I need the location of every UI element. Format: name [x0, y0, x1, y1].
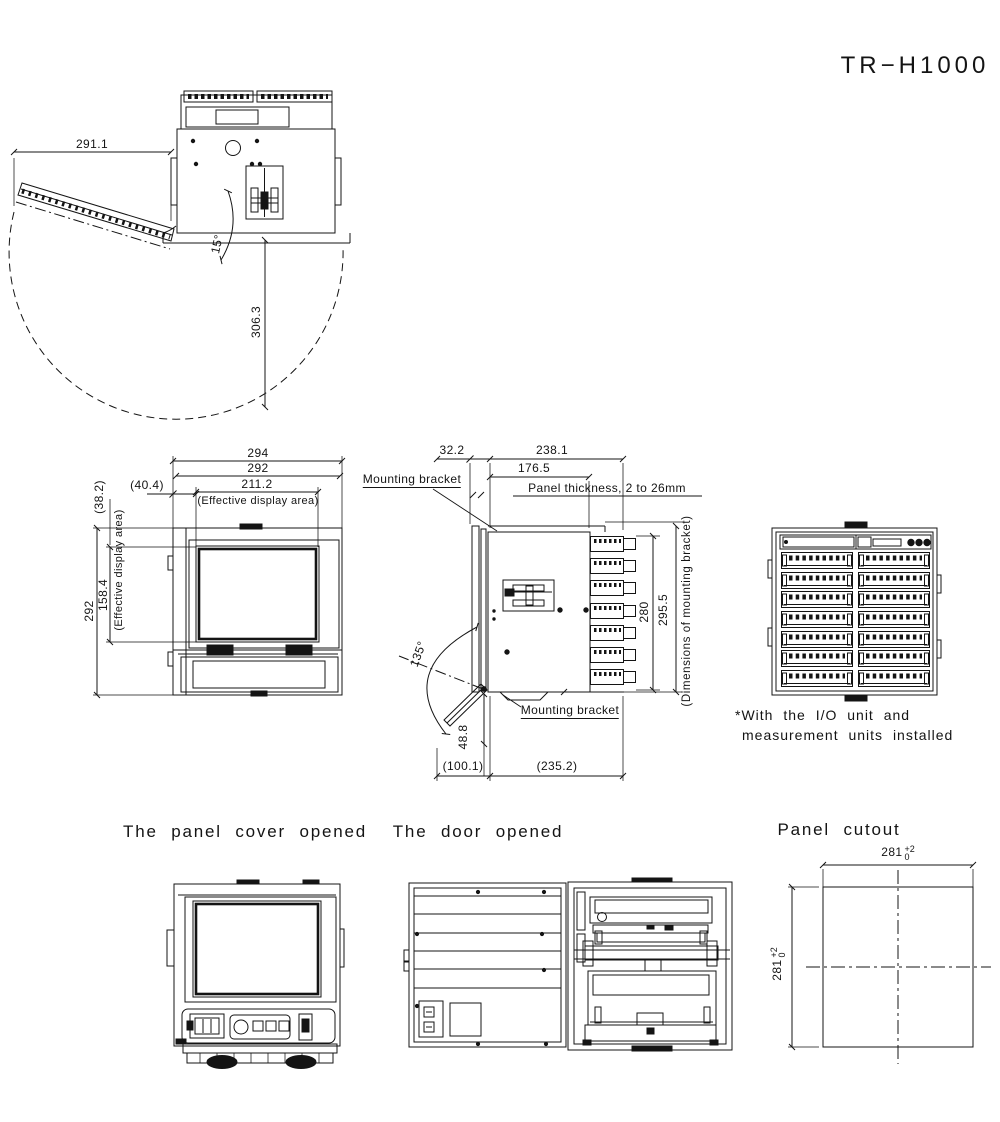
model-title: TR−H1000 — [840, 52, 990, 79]
pco-control-panel — [181, 1008, 336, 1044]
key-cluster — [229, 1014, 291, 1040]
dim-side-bracket-span: 280 — [637, 601, 651, 623]
panel-cutout-view — [788, 861, 991, 1064]
bracket-mechanism-top — [245, 165, 284, 220]
chart-roller-assembly — [589, 896, 713, 924]
paper-tray — [587, 970, 717, 1026]
caption-panel-cutout: Panel cutout — [777, 820, 901, 839]
opened-cover-top — [17, 182, 175, 242]
door-swing-arc — [426, 622, 479, 736]
caption-door-opened: The door opened — [392, 822, 564, 841]
bracket-mechanism-side — [502, 579, 555, 612]
label-mounting-bracket-bottom: Mounting bracket — [520, 703, 620, 719]
dim-front-display-width: 211.2 — [241, 477, 273, 491]
dim-front-outer-width: 294 — [247, 446, 269, 460]
rear-view-note: *With the I/O unit and measurement units… — [735, 706, 953, 745]
front-display-height-note: (Effective display area) — [113, 509, 125, 631]
dial-key — [233, 1019, 249, 1035]
dim-side-door-drop: 48.8 — [456, 724, 470, 750]
front-bezel — [188, 539, 340, 649]
label-mounting-bracket-top: Mounting bracket — [362, 472, 462, 488]
bracket-leader-bottom — [502, 694, 522, 708]
front-screen — [197, 547, 318, 641]
dim-front-offset-left: (40.4) — [130, 478, 164, 492]
door-connector-panel — [418, 1000, 444, 1038]
label-panel-thickness: Panel thickness, 2 to 26mm — [528, 481, 686, 495]
dim-side-front-depth: 32.2 — [439, 443, 465, 457]
panel-cover-opened-view — [166, 879, 345, 1069]
caption-panel-cover-opened: The panel cover opened — [123, 822, 367, 841]
dim-top-swing-width: 291.1 — [75, 137, 109, 151]
pco-body — [173, 883, 341, 1047]
cover-latch-right — [285, 644, 313, 656]
carriage-bar — [584, 945, 719, 961]
side-body — [487, 531, 591, 693]
rear-terminal-blocks — [782, 553, 930, 687]
power-switch — [298, 1013, 313, 1041]
side-bracket-note: (Dimensions of mounting bracket) — [681, 515, 693, 707]
front-display-width-note: (Effective display area) — [197, 495, 319, 507]
dim-side-rear-depth: 238.1 — [535, 443, 569, 457]
opened-cover-edge — [182, 1043, 338, 1054]
cover-latch-left — [206, 644, 234, 656]
bracket-leader-top — [432, 488, 498, 532]
side-view — [398, 455, 702, 781]
dim-side-bracket-outer: 295.5 — [656, 593, 670, 627]
dim-front-bezel-width: 292 — [247, 461, 269, 475]
dim-arc-15 — [219, 188, 234, 265]
dim-side-body-depth-bottom: (235.2) — [536, 759, 578, 773]
pco-screen — [194, 902, 320, 996]
side-door — [471, 525, 480, 693]
rear-note-line2: measurement units installed — [742, 726, 954, 743]
dim-front-outer-height: 292 — [82, 600, 96, 622]
front-view — [93, 456, 346, 699]
dim-top-swing-radius: 306.3 — [249, 305, 263, 339]
dim-side-door-depth: (100.1) — [442, 759, 484, 773]
top-hole — [225, 140, 241, 156]
rear-note-line1: *With the I/O unit and — [735, 707, 911, 723]
mounting-bracket-top-line — [488, 525, 606, 532]
front-cover-panel — [180, 656, 339, 693]
front-extension-lines — [93, 456, 343, 696]
side-terminal-stack — [588, 534, 638, 687]
door-opened-view — [403, 877, 733, 1052]
dim-front-display-height: 158.4 — [96, 578, 110, 612]
device-body-top — [176, 128, 336, 234]
cover-swing-arc — [8, 211, 344, 420]
dim-side-case-depth: 176.5 — [517, 461, 551, 475]
top-view — [8, 90, 351, 420]
rear-view — [767, 521, 942, 702]
dim-front-offset-top: (38.2) — [92, 480, 106, 514]
